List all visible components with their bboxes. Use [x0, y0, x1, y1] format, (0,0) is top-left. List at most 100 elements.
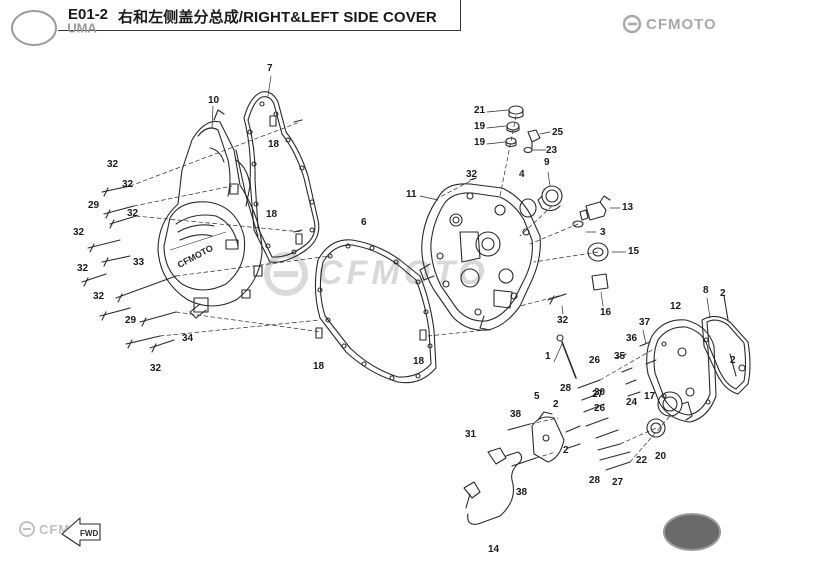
callout-c17: 17 — [644, 391, 656, 402]
callout-c32b: 32 — [122, 179, 134, 190]
cable-14-part — [463, 461, 521, 525]
callout-c12: 12 — [670, 301, 682, 312]
callout-c15: 15 — [628, 246, 640, 257]
fwd-arrow-icon — [61, 517, 101, 547]
callout-c18a: 18 — [268, 139, 280, 150]
callout-c11: 11 — [406, 189, 417, 200]
callout-c32h: 32 — [466, 169, 478, 180]
small-bolts-group — [507, 295, 737, 471]
callout-c28a: 28 — [560, 383, 572, 394]
watermark-text: CFMOTO — [318, 254, 489, 292]
callout-c14: 14 — [488, 544, 500, 555]
label-16-part — [591, 273, 609, 291]
callout-c22: 22 — [636, 455, 648, 466]
callout-c37: 37 — [639, 317, 651, 328]
callout-c25: 25 — [552, 127, 564, 138]
rod-1-part — [556, 334, 577, 379]
cfmoto-logo-text: CFMOTO — [646, 15, 717, 33]
callout-c31: 31 — [465, 429, 477, 440]
callout-c5: 5 — [534, 391, 540, 402]
callout-c18b: 18 — [266, 209, 278, 220]
o-ring-4-part — [519, 198, 537, 218]
left-side-cover-part — [157, 109, 263, 319]
callout-c32c: 32 — [127, 208, 139, 219]
callout-c23: 23 — [546, 145, 558, 156]
sensor-31-part — [487, 447, 523, 465]
right-side-cover-part — [419, 183, 541, 331]
callout-c32a: 32 — [107, 159, 119, 170]
callout-c30: 30 — [594, 387, 606, 398]
bearing-9-part — [537, 185, 563, 212]
uma-logo-bottom-right: UMA — [662, 512, 769, 552]
guide-lines-group — [129, 115, 671, 463]
callout-c27b: 27 — [612, 477, 624, 488]
callout-c19a: 19 — [474, 121, 486, 132]
washer-22-part — [646, 418, 666, 438]
callout-c36: 36 — [626, 333, 638, 344]
plug-25-part — [527, 129, 541, 149]
uma-logo-dark-text: UMA — [734, 523, 770, 541]
callout-c29b: 29 — [125, 315, 137, 326]
cfmoto-logo-top-right: CFMOTO — [622, 14, 717, 34]
callout-c27a: 27 — [592, 389, 604, 400]
callout-c28b: 28 — [589, 475, 601, 486]
gasket-8-part — [701, 315, 751, 395]
callout-c1: 1 — [545, 351, 551, 362]
right-cover-gasket-part — [314, 239, 437, 384]
callout-c26b: 26 — [594, 403, 606, 414]
callout-c13: 13 — [622, 202, 634, 213]
bearing-20-part — [657, 391, 693, 421]
callout-c35: 35 — [614, 351, 626, 362]
bracket-5-part — [531, 411, 565, 463]
o-ring-3-part — [572, 220, 584, 228]
fwd-arrow-label: FWD — [80, 529, 98, 538]
callout-c9: 9 — [544, 157, 550, 168]
callout-c18d: 18 — [413, 356, 425, 367]
callout-c32d: 32 — [73, 227, 85, 238]
callout-c10: 10 — [208, 95, 220, 106]
callout-c34: 34 — [182, 333, 194, 344]
callout-c33: 33 — [133, 257, 145, 268]
callout-c38a: 38 — [510, 409, 522, 420]
page-code: E01-2 — [68, 6, 109, 23]
callout-c3: 3 — [600, 227, 606, 238]
callout-c7: 7 — [267, 63, 273, 74]
callout-c32f: 32 — [93, 291, 105, 302]
callout-c32g: 32 — [150, 363, 162, 374]
sensor-13-part — [579, 195, 611, 221]
callout-c38b: 38 — [516, 487, 528, 498]
uma-logo-text: UMA — [67, 20, 97, 36]
left-bolts-group — [81, 119, 567, 353]
o-ring-lower-part — [505, 137, 517, 148]
header-box — [58, 0, 461, 31]
left-cover-gasket-part — [243, 91, 320, 263]
callout-c8: 8 — [703, 285, 709, 296]
uma-badge-dark-icon — [663, 513, 721, 551]
oil-seal-15-part — [587, 242, 609, 262]
callout-c4: 4 — [519, 169, 525, 180]
callout-c19b: 19 — [474, 137, 486, 148]
callout-c6: 6 — [361, 217, 367, 228]
callout-c2d: 2 — [563, 445, 569, 456]
callout-c18c: 18 — [313, 361, 325, 372]
svg-text:CFMOTO: CFMOTO — [176, 243, 215, 270]
leader-lines-group — [211, 75, 711, 363]
page-title: 右和左侧盖分总成/RIGHT&LEFT SIDE COVER — [118, 9, 437, 26]
callout-c32i: 32 — [557, 315, 569, 326]
callout-c29a: 29 — [88, 200, 100, 211]
callout-c26a: 26 — [589, 355, 601, 366]
washer-23-part — [523, 146, 533, 154]
callout-c2c: 2 — [553, 399, 559, 410]
callout-c24: 24 — [626, 397, 638, 408]
cfmoto-emblem-small-icon — [19, 521, 35, 537]
callout-c32e: 32 — [77, 263, 89, 274]
callout-c21: 21 — [474, 105, 486, 116]
uma-badge-icon — [11, 10, 57, 46]
callout-c2a: 2 — [720, 288, 726, 299]
cfmoto-emblem-icon — [622, 14, 642, 34]
callout-c20: 20 — [655, 451, 667, 462]
oil-filler-cap-part — [508, 105, 524, 119]
callout-c2b: 2 — [730, 355, 736, 366]
callout-c16: 16 — [600, 307, 612, 318]
